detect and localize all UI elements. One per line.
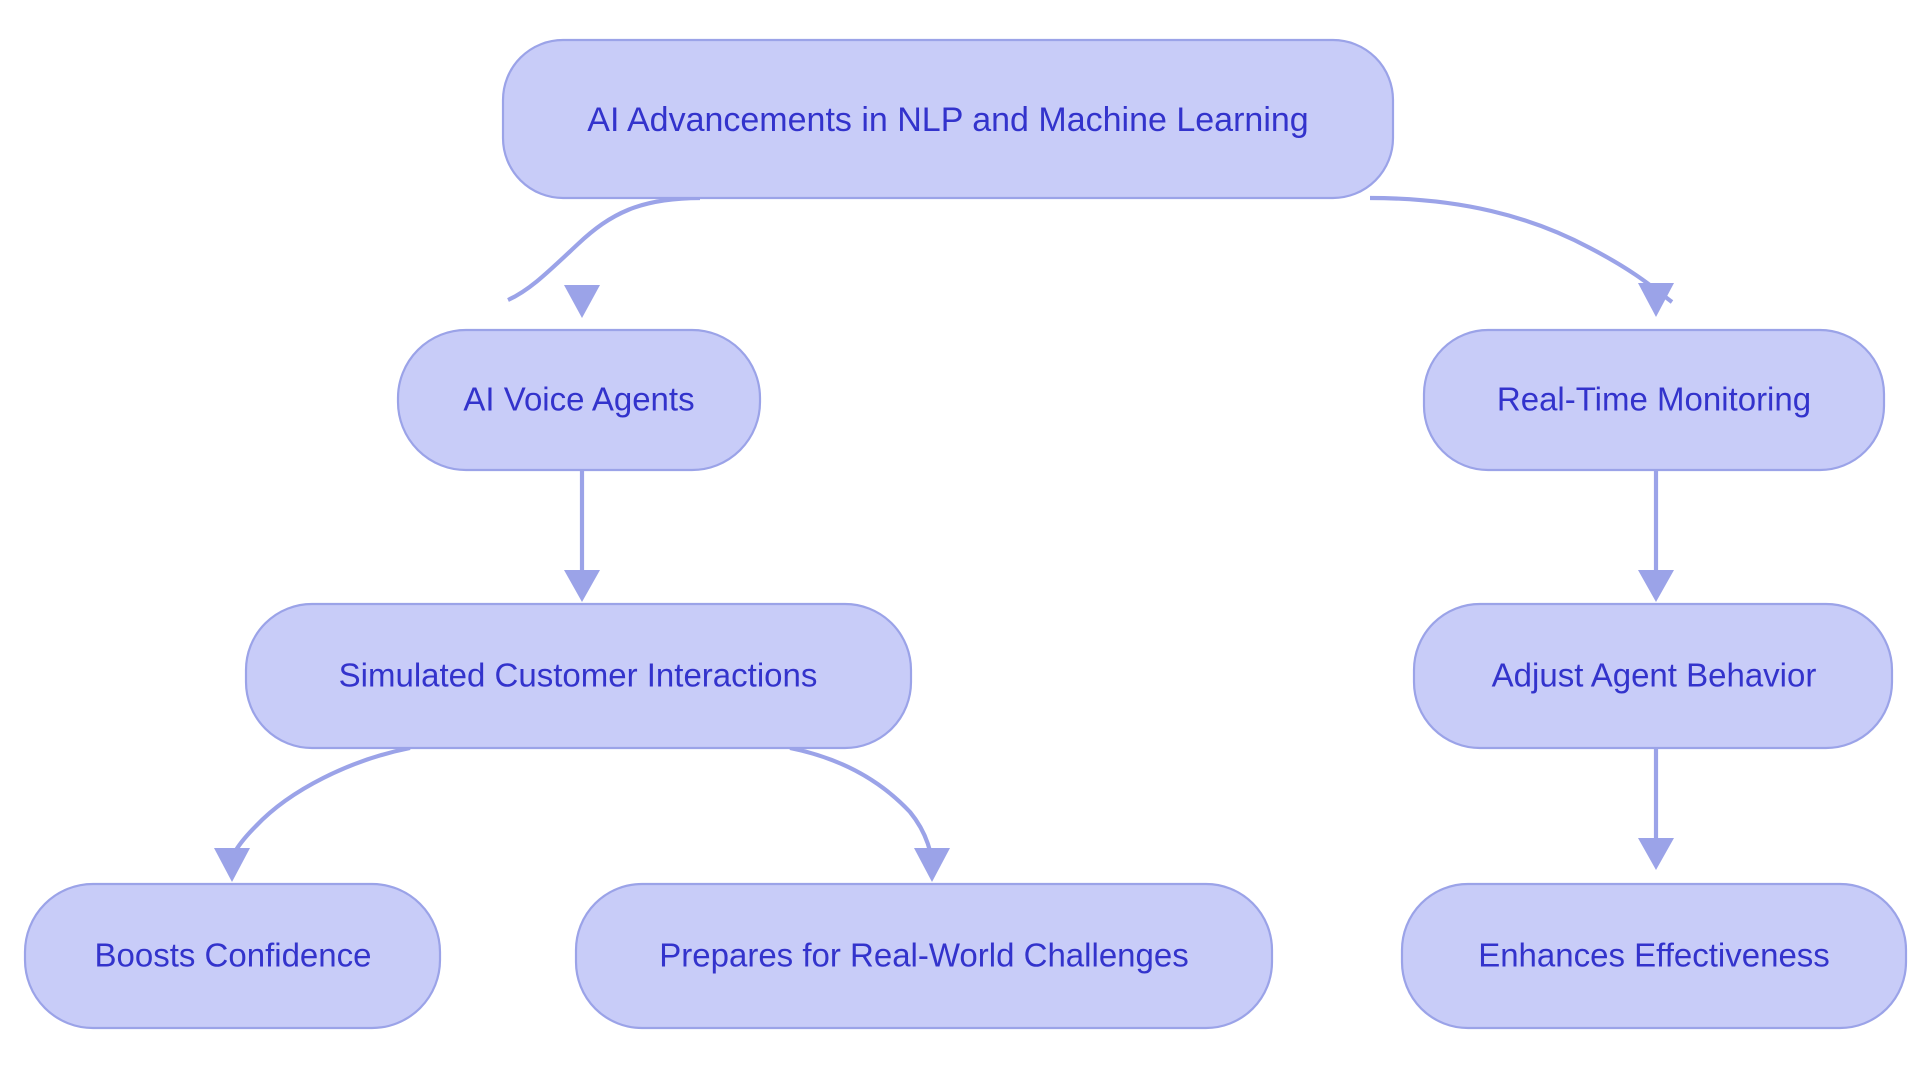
node-real-time-monitoring-shape <box>1422 328 1886 472</box>
edges-layer <box>214 195 1674 882</box>
node-enhances-effectiveness-label: Enhances Effectiveness <box>1478 937 1830 974</box>
arrow-head <box>214 848 250 882</box>
edge-voice-to-simulated <box>564 470 600 602</box>
edge-monitoring-to-adjust <box>1638 470 1674 602</box>
node-adjust-agent-behavior[interactable]: Adjust Agent Behavior <box>1412 602 1894 750</box>
node-enhances-effectiveness[interactable]: Enhances Effectiveness <box>1400 882 1908 1030</box>
edge-simulated-to-boosts <box>214 745 411 882</box>
nodes-layer: AI Advancements in NLP and Machine Learn… <box>23 38 1908 1030</box>
arrow-head <box>564 285 600 318</box>
node-prepares-for-real-world-challenges[interactable]: Prepares for Real-World Challenges <box>574 882 1274 1030</box>
node-root-shape <box>501 38 1395 200</box>
edge-root-to-voice <box>507 195 701 318</box>
node-boosts-confidence[interactable]: Boosts Confidence <box>23 882 442 1030</box>
node-prepares-for-real-world-challenges-shape <box>574 882 1274 1030</box>
arrow-head <box>1638 570 1674 602</box>
arrow-head <box>1638 283 1674 317</box>
node-simulated-customer-interactions[interactable]: Simulated Customer Interactions <box>244 602 913 750</box>
node-simulated-customer-interactions-shape <box>244 602 913 750</box>
node-ai-voice-agents-label: AI Voice Agents <box>463 381 694 418</box>
node-root[interactable]: AI Advancements in NLP and Machine Learn… <box>501 38 1395 200</box>
node-adjust-agent-behavior-shape <box>1412 602 1894 750</box>
edge-simulated-to-prepares <box>789 745 950 882</box>
node-real-time-monitoring-label: Real-Time Monitoring <box>1497 381 1811 418</box>
edge-root-to-monitoring <box>1369 195 1674 317</box>
arrow-head <box>564 570 600 602</box>
node-root-label: AI Advancements in NLP and Machine Learn… <box>587 101 1308 139</box>
arrow-head <box>914 848 950 882</box>
node-ai-voice-agents[interactable]: AI Voice Agents <box>396 328 762 472</box>
node-boosts-confidence-shape <box>23 882 442 1030</box>
arrow-head <box>1638 838 1674 870</box>
node-boosts-confidence-label: Boosts Confidence <box>94 937 371 974</box>
edge-adjust-to-enhances <box>1638 748 1674 870</box>
node-real-time-monitoring[interactable]: Real-Time Monitoring <box>1422 328 1886 472</box>
node-adjust-agent-behavior-label: Adjust Agent Behavior <box>1492 657 1817 694</box>
node-prepares-for-real-world-challenges-label: Prepares for Real-World Challenges <box>659 937 1188 974</box>
node-enhances-effectiveness-shape <box>1400 882 1908 1030</box>
node-simulated-customer-interactions-label: Simulated Customer Interactions <box>339 657 818 694</box>
node-ai-voice-agents-shape <box>396 328 762 472</box>
